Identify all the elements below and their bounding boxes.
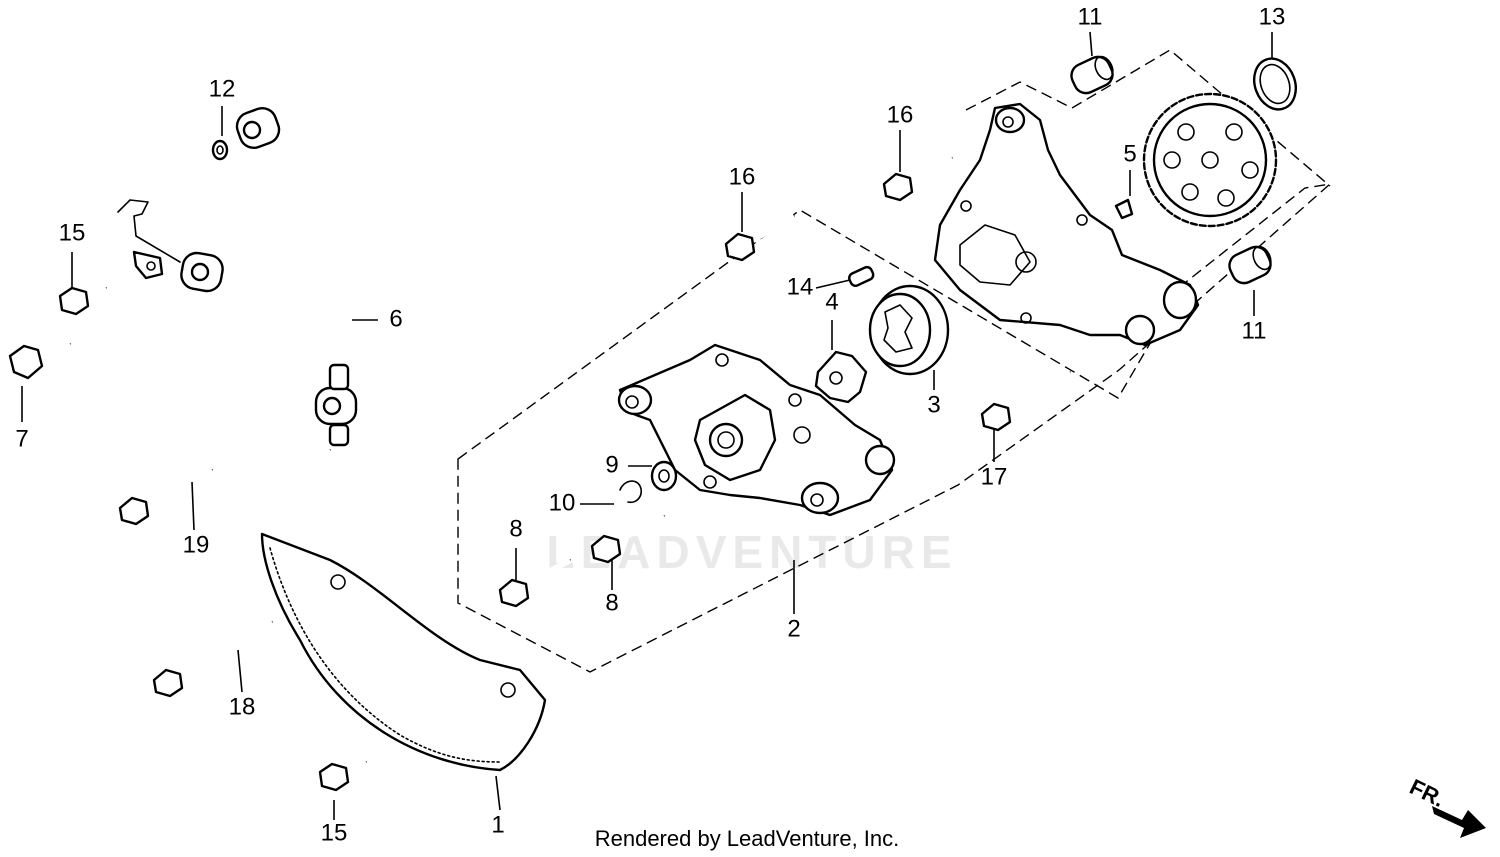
front-direction-label: FR.	[1406, 774, 1449, 812]
callout-15-lower: 15	[321, 819, 348, 846]
callout-2: 2	[787, 615, 800, 642]
bolt-part-18	[152, 619, 274, 698]
callout-13: 13	[1259, 3, 1286, 30]
washer-part-9	[650, 460, 678, 492]
outer-rotor-part-3	[868, 284, 950, 376]
callout-18: 18	[229, 693, 256, 720]
leader-lines	[21, 31, 1273, 820]
callout-8-right: 8	[605, 589, 618, 616]
callout-15-upper: 15	[59, 219, 86, 246]
bolt-part-8-left	[498, 557, 572, 608]
washer-part-12	[211, 139, 229, 161]
callout-6: 6	[389, 305, 402, 332]
callout-10: 10	[549, 489, 576, 516]
callout-11-lower: 11	[1242, 317, 1267, 344]
bolt-part-15-lower	[318, 759, 368, 792]
oil-pipe-part-6	[117, 106, 358, 468]
pump-body-part-2	[617, 343, 896, 517]
callout-4: 4	[825, 288, 838, 315]
bolt-part-16-lower	[724, 213, 796, 262]
callout-16-upper: 16	[887, 101, 914, 128]
bolt-part-17	[980, 369, 1072, 432]
bolt-part-19	[118, 467, 214, 526]
dowel-part-11-upper	[1070, 55, 1114, 95]
callout-11-upper: 11	[1078, 3, 1103, 30]
callout-12: 12	[209, 75, 236, 102]
render-credit-footer: Rendered by LeadVenture, Inc.	[594, 826, 900, 851]
guard-plate-part-1	[260, 532, 547, 772]
inner-rotor-part-4	[814, 350, 868, 404]
callout-16-lower: 16	[729, 163, 756, 190]
bolt-part-16-upper	[882, 155, 954, 202]
callout-1: 1	[491, 811, 504, 838]
clip-part-10	[619, 480, 643, 504]
bolt-part-7	[8, 340, 72, 380]
callout-17: 17	[981, 463, 1008, 490]
bolt-part-15-upper	[58, 285, 108, 316]
pin-part-14	[848, 265, 875, 287]
callout-14: 14	[787, 273, 814, 300]
pump-housing-upper	[933, 102, 1200, 347]
callout-9: 9	[605, 451, 618, 478]
callout-7: 7	[15, 425, 28, 452]
o-ring-part-13	[1253, 57, 1297, 111]
assembly-outline-gear	[965, 49, 1331, 187]
bolt-part-8-right	[590, 513, 666, 564]
callout-8-left: 8	[509, 515, 522, 542]
callout-19: 19	[183, 531, 210, 558]
callout-labels: 1 2 3 4 5 6 7 8 8 9 10 11 11 12 13 14 15…	[15, 3, 1285, 846]
dowel-part-11-lower	[1228, 245, 1272, 285]
assembly-outline-2	[457, 182, 1333, 673]
callout-3: 3	[927, 391, 940, 418]
gear	[1142, 92, 1278, 228]
callout-5: 5	[1123, 140, 1136, 167]
